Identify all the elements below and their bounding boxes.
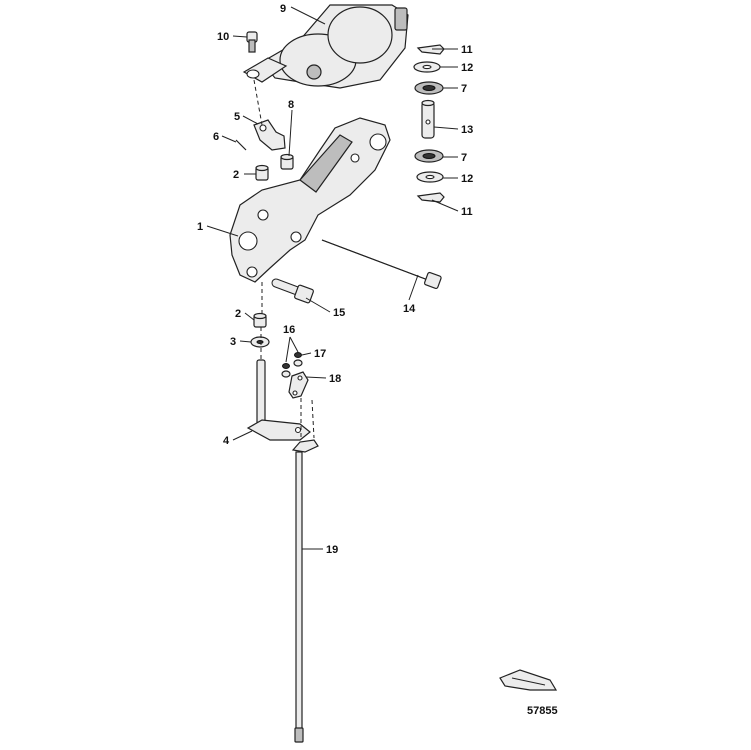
callout-6: 6 xyxy=(213,131,219,143)
callout-9: 9 xyxy=(280,3,286,15)
callout-18: 18 xyxy=(329,373,341,385)
part-12-washer-bottom xyxy=(416,171,444,183)
part-12-washer-top xyxy=(413,61,441,73)
part-7-bushing-top xyxy=(414,81,444,95)
part-18-link xyxy=(288,371,309,399)
part-7-bushing-bottom xyxy=(414,149,444,163)
part-5-lever xyxy=(253,119,286,151)
part-2-bushing-upper xyxy=(255,164,269,181)
part-14-long-bolt xyxy=(321,239,442,290)
part-11-cotter-pin-bottom xyxy=(416,192,445,203)
diagram-reference-id: 57855 xyxy=(527,705,558,717)
callout-15: 15 xyxy=(333,307,345,319)
part-8-bushing xyxy=(280,153,294,170)
callout-labels: 9 10 11 12 7 13 7 12 11 5 8 6 2 1 14 15 … xyxy=(197,3,473,556)
assembly-lines xyxy=(253,79,315,440)
callout-14: 14 xyxy=(403,303,416,315)
part-10-bolt xyxy=(246,31,258,53)
callout-7-top: 7 xyxy=(461,83,467,95)
part-3-washer xyxy=(250,336,270,348)
callout-10: 10 xyxy=(217,31,229,43)
part-9-actuator xyxy=(242,4,409,89)
part-2-bushing-lower xyxy=(253,312,267,328)
callout-19: 19 xyxy=(326,544,338,556)
callout-1: 1 xyxy=(197,221,203,233)
callout-12-top: 12 xyxy=(461,62,473,74)
callout-12-bottom: 12 xyxy=(461,173,473,185)
part-1-housing xyxy=(229,117,391,283)
leader-lines xyxy=(206,6,459,550)
part-13-pin xyxy=(421,99,435,139)
callout-4: 4 xyxy=(223,435,230,447)
callout-5: 5 xyxy=(234,111,240,123)
callout-2-upper: 2 xyxy=(233,169,239,181)
callout-2-lower: 2 xyxy=(235,308,241,320)
callout-13: 13 xyxy=(461,124,473,136)
part-6-pin xyxy=(235,139,247,151)
callout-3: 3 xyxy=(230,336,236,348)
callout-8: 8 xyxy=(288,99,294,111)
part-11-cotter-pin-top xyxy=(416,44,445,55)
callout-11-bottom: 11 xyxy=(461,206,473,218)
callout-7-bottom: 7 xyxy=(461,152,467,164)
part-16-17-nuts xyxy=(281,352,303,378)
callout-16: 16 xyxy=(283,324,295,336)
part-19-shift-rod xyxy=(291,439,319,743)
part-15-shoulder-bolt xyxy=(271,278,314,304)
detail-inset-part xyxy=(499,669,558,691)
callout-17: 17 xyxy=(314,348,326,360)
part-4-shift-shaft xyxy=(246,359,311,441)
callout-11-top: 11 xyxy=(461,44,473,56)
